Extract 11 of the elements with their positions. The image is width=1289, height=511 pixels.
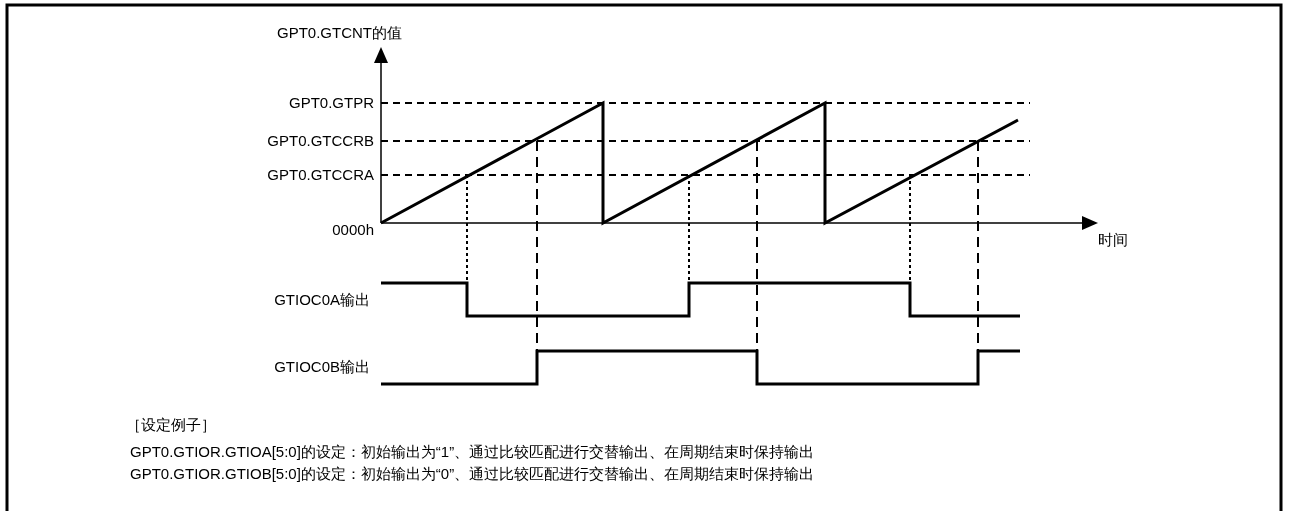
signal-label: GTIOC0A输出 <box>274 291 370 309</box>
note-text: GPT0.GTIOR.GTIOA[5:0]的设定：初始输出为“1”、通过比较匹配进行交替输出、在周期结束时保持输出 <box>130 443 815 461</box>
level-label: GPT0.GTCCRA <box>267 166 374 184</box>
note-heading: ［设定例子］ <box>126 416 216 434</box>
level-label: GPT0.GTCCRB <box>267 132 374 150</box>
note-text: GPT0.GTIOR.GTIOB[5:0]的设定：初始输出为“0”、通过比较匹配进行交替输出、在周期结束时保持输出 <box>130 465 815 483</box>
level-label: GPT0.GTPR <box>289 94 374 112</box>
signal-label: GTIOC0B输出 <box>274 358 370 376</box>
axis-title: 时间 <box>1098 231 1128 249</box>
axis-title: GPT0.GTCNT的值 <box>277 24 402 42</box>
level-label: 0000h <box>332 221 374 239</box>
